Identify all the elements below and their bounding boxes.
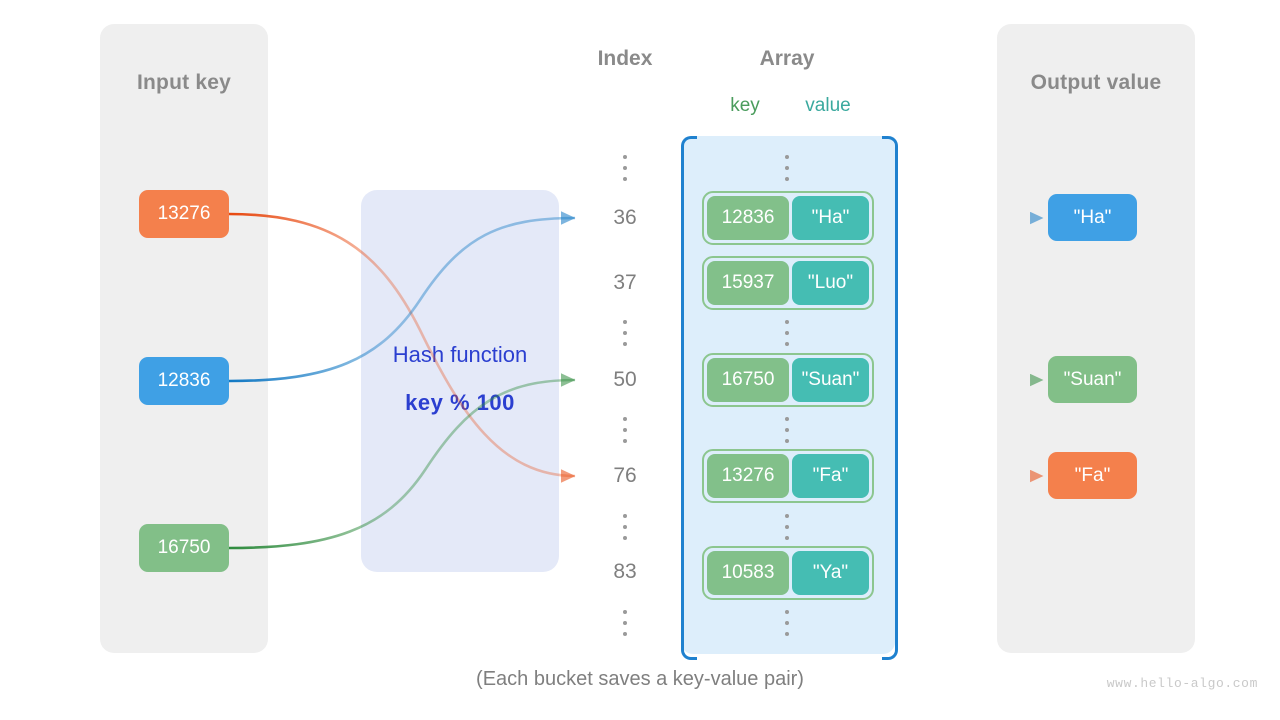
bucket-key: 10583 bbox=[707, 551, 789, 595]
index-label-50: 50 bbox=[613, 368, 637, 391]
bucket-value: "Fa" bbox=[792, 454, 869, 498]
index-column-title: Index bbox=[597, 47, 653, 70]
array-value-header: value bbox=[805, 95, 851, 116]
array-column-title: Array bbox=[759, 47, 815, 70]
diagram-caption: (Each bucket saves a key-value pair) bbox=[476, 668, 804, 690]
index-ellipsis bbox=[619, 610, 631, 636]
output-panel-title: Output value bbox=[1030, 71, 1162, 94]
array-ellipsis bbox=[781, 610, 793, 636]
index-ellipsis bbox=[619, 514, 631, 540]
index-label-83: 83 bbox=[613, 560, 637, 583]
bucket-key: 13276 bbox=[707, 454, 789, 498]
hash-function-box: Hash function key % 100 bbox=[361, 190, 559, 572]
input-key-chip[interactable]: 13276 bbox=[139, 190, 229, 238]
index-ellipsis bbox=[619, 320, 631, 346]
index-label-76: 76 bbox=[613, 464, 637, 487]
array-bucket[interactable]: 15937 "Luo" bbox=[702, 256, 874, 310]
array-ellipsis bbox=[781, 417, 793, 443]
input-key-chip[interactable]: 12836 bbox=[139, 357, 229, 405]
array-ellipsis bbox=[781, 155, 793, 181]
array-bracket-right bbox=[882, 136, 898, 660]
output-value-chip[interactable]: "Fa" bbox=[1048, 452, 1137, 499]
array-bucket[interactable]: 10583 "Ya" bbox=[702, 546, 874, 600]
input-panel-title: Input key bbox=[137, 71, 231, 94]
bucket-key: 15937 bbox=[707, 261, 789, 305]
bucket-key: 16750 bbox=[707, 358, 789, 402]
hash-function-expression: key % 100 bbox=[405, 390, 515, 415]
bucket-key: 12836 bbox=[707, 196, 789, 240]
bucket-value: "Suan" bbox=[792, 358, 869, 402]
bucket-value: "Luo" bbox=[792, 261, 869, 305]
output-value-panel: Output value bbox=[997, 24, 1195, 653]
array-bracket-left bbox=[681, 136, 697, 660]
array-bucket[interactable]: 16750 "Suan" bbox=[702, 353, 874, 407]
output-value-chip[interactable]: "Ha" bbox=[1048, 194, 1137, 241]
array-key-header: key bbox=[730, 95, 760, 116]
index-label-37: 37 bbox=[613, 271, 637, 294]
index-label-36: 36 bbox=[613, 206, 637, 229]
bucket-value: "Ha" bbox=[792, 196, 869, 240]
array-bucket[interactable]: 12836 "Ha" bbox=[702, 191, 874, 245]
index-ellipsis bbox=[619, 417, 631, 443]
watermark: www.hello-algo.com bbox=[1106, 676, 1258, 691]
array-ellipsis bbox=[781, 514, 793, 540]
input-key-chip[interactable]: 16750 bbox=[139, 524, 229, 572]
hash-function-name: Hash function bbox=[392, 342, 528, 367]
array-bucket[interactable]: 13276 "Fa" bbox=[702, 449, 874, 503]
output-value-chip[interactable]: "Suan" bbox=[1048, 356, 1137, 403]
index-ellipsis bbox=[619, 155, 631, 181]
array-ellipsis bbox=[781, 320, 793, 346]
bucket-value: "Ya" bbox=[792, 551, 869, 595]
